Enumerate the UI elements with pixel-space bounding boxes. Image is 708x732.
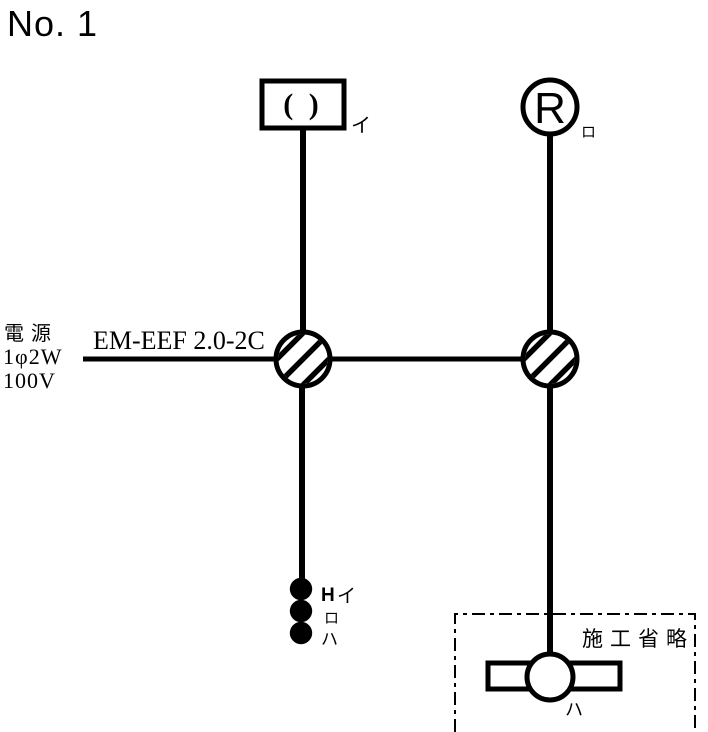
ceiling-light-glyph: ( )	[283, 88, 322, 121]
fluorescent-body-circle	[524, 651, 576, 703]
fluorescent-light-symbol: ハ	[485, 651, 623, 720]
switch-3-circuit-label: ハ	[321, 630, 338, 649]
junction-box-right	[520, 329, 580, 389]
ceiling-light-symbol: ( ) イ	[259, 78, 371, 137]
switch-dot-1	[289, 577, 313, 601]
power-source-line3: 100V	[3, 368, 56, 393]
switch-1-pilot-suffix: H	[321, 585, 335, 606]
power-source-line2: 1φ2W	[3, 344, 62, 369]
lamp-receptacle-circuit-label: ロ	[581, 125, 596, 141]
switch-1-circuit-label: イ	[337, 586, 356, 607]
fluorescent-circuit-label: ハ	[565, 700, 583, 720]
lamp-receptacle-circle	[520, 77, 580, 137]
page-title: No. 1	[7, 3, 98, 44]
lamp-receptacle-glyph: R	[534, 84, 566, 133]
fluorescent-wing-right	[565, 660, 623, 692]
switch-2-circuit-label: ロ	[324, 611, 339, 627]
ceiling-light-box	[259, 78, 347, 131]
junction-box-left	[273, 329, 333, 389]
construction-omitted-label: 施工省略	[582, 627, 694, 651]
ceiling-light-circuit-label: イ	[351, 115, 371, 137]
cable-type-label: EM-EEF 2.0-2C	[93, 326, 265, 355]
lamp-receptacle-symbol: R ロ	[520, 77, 596, 141]
switch-group: H イ ロ ハ	[289, 577, 356, 649]
power-source-line1: 電 源	[4, 322, 52, 345]
switch-dot-3	[289, 621, 313, 645]
power-source-label: 電 源 1φ2W 100V	[3, 322, 62, 393]
construction-omitted-boundary	[454, 613, 696, 732]
switch-dot-2	[289, 599, 313, 623]
